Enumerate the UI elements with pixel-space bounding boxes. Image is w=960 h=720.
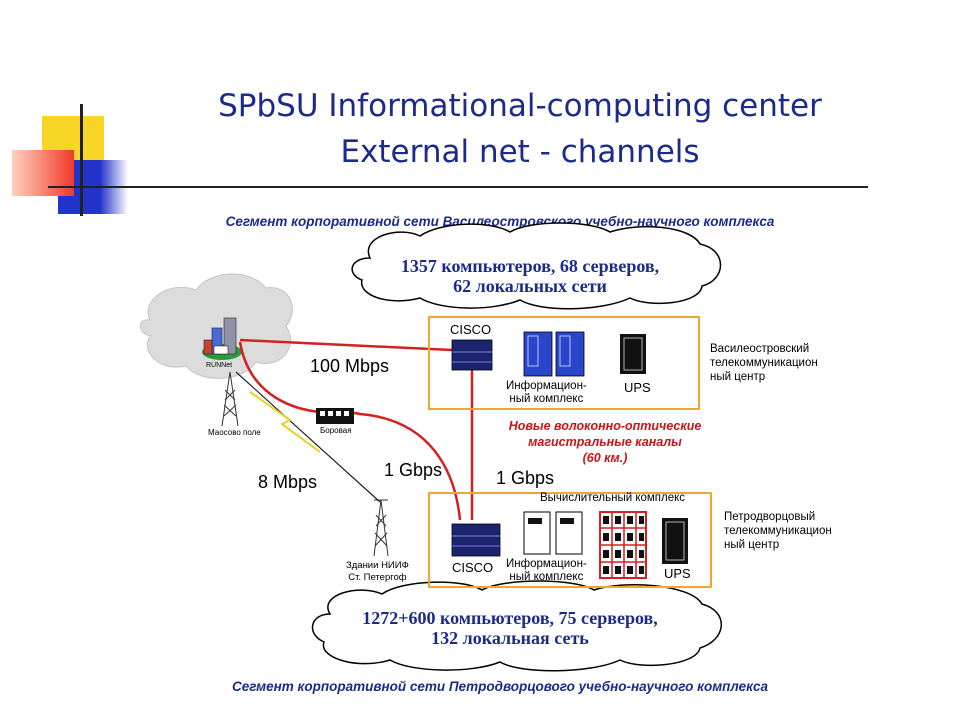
link-8mbps-line (235, 371, 381, 503)
decor-vertical-line (80, 104, 83, 216)
vasileostrovsky-site-label: Василеостровский телекоммуникацион ный ц… (710, 343, 818, 383)
radio-lightning-icon (249, 391, 321, 453)
link-100mbps-label: 100 Mbps (310, 356, 390, 376)
decor-red-square (12, 150, 74, 196)
petrodvortsovy-site-label: Петродворцовый телекоммуникацион ный цен… (724, 511, 832, 551)
info-servers-top-icon (523, 331, 585, 377)
tower-maosovo-label: Маосово поле (208, 428, 261, 437)
compute-cluster-icon (599, 511, 647, 579)
ups-bottom-label: UPS (664, 566, 691, 581)
top-cloud-text: 1357 компьютеров, 68 серверов, 62 локаль… (400, 256, 660, 296)
cisco-router-top-icon (451, 339, 493, 371)
relay-borovaya-icon (316, 408, 354, 424)
top-segment-label: Сегмент корпоративной сети Василеостровс… (225, 214, 775, 229)
link-1gbps-right-label: 1 Gbps (496, 468, 555, 488)
page-title: SPbSU Informational-computing center (218, 88, 822, 124)
tower-maosovo-icon (221, 371, 239, 427)
tower-niif-icon (373, 499, 389, 557)
bottom-cloud-shape (311, 580, 722, 672)
page-subtitle: External net - channels (340, 134, 700, 170)
link-100mbps-line (239, 338, 453, 352)
fiber-channels-label: Новые волоконно-оптические магистральные… (508, 419, 702, 465)
cisco-bottom-label: CISCO (452, 560, 494, 575)
cisco-router-bottom-icon (451, 523, 501, 557)
runnet-buildings-icon (202, 317, 242, 360)
top-cloud-shape (351, 222, 722, 310)
runnet-cloud (139, 273, 293, 379)
title-divider (48, 186, 868, 188)
ups-top-label: UPS (624, 380, 651, 395)
info-top-label: Информацион- ный комплекс (506, 380, 587, 405)
compute-complex-label: Вычислительный комплекс (540, 492, 686, 504)
link-1gbps-left-label: 1 Gbps (384, 460, 443, 480)
ups-bottom-icon (662, 518, 688, 564)
bottom-segment-label: Сегмент корпоративной сети Петродворцово… (231, 679, 769, 694)
runnet-label: RUNNet (206, 362, 233, 369)
info-servers-bottom-icon (523, 511, 583, 555)
top-center-box (428, 316, 700, 410)
bottom-center-box (428, 492, 712, 588)
bottom-cloud-text: 1272+600 компьютеров, 75 серверов, 132 л… (362, 608, 658, 648)
ups-top-icon (620, 334, 646, 374)
relay-borovaya-label: Боровая (320, 426, 352, 435)
link-8mbps-label: 8 Mbps (258, 472, 318, 492)
cisco-top-label: CISCO (450, 322, 492, 337)
tower-niif-label: Здании НИИФ Ст. Петергоф (346, 560, 409, 583)
info-bottom-label: Информацион- ный комплекс (506, 558, 587, 583)
